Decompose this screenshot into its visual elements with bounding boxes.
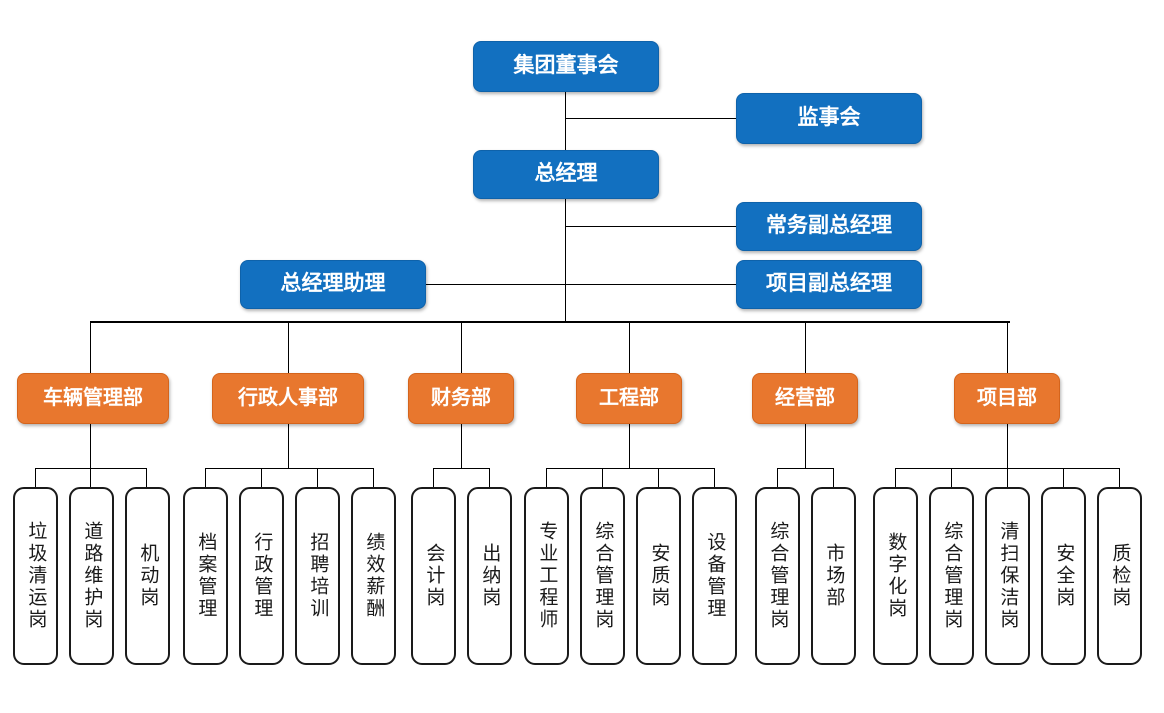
connector-dept2-stem bbox=[288, 424, 289, 468]
connector-bus-to-dept-3 bbox=[461, 321, 462, 373]
node-department-finance[interactable]: 财务部 bbox=[408, 373, 514, 424]
node-department-operations[interactable]: 经营部 bbox=[752, 373, 858, 424]
connector-dept6-leaf-3 bbox=[1007, 468, 1008, 487]
node-post-digitalization[interactable]: 数字化岗 bbox=[873, 487, 918, 665]
connector-dept3-leaf-1 bbox=[433, 468, 434, 487]
connector-dept1-leaf-3 bbox=[146, 468, 147, 487]
connector-dept6-stem bbox=[1007, 424, 1008, 468]
connector-dept4-leaf-4 bbox=[714, 468, 715, 487]
node-post-mobile-unit[interactable]: 机动岗 bbox=[125, 487, 170, 665]
connector-bus-to-dept-1 bbox=[90, 321, 91, 373]
node-department-engineering[interactable]: 工程部 bbox=[576, 373, 682, 424]
connector-dept1-leaf-2 bbox=[90, 468, 91, 487]
connector-dept6-leaf-5 bbox=[1119, 468, 1120, 487]
connector-dept3-stem bbox=[461, 424, 462, 468]
connector-dept4-stem bbox=[629, 424, 630, 468]
connector-bus-to-dept-5 bbox=[805, 321, 806, 373]
node-project-vice-manager[interactable]: 项目副总经理 bbox=[736, 260, 922, 309]
node-post-safety[interactable]: 安全岗 bbox=[1041, 487, 1086, 665]
connector-dept1-stem bbox=[90, 424, 91, 468]
node-post-market-department[interactable]: 市场部 bbox=[811, 487, 856, 665]
connector-dept6-leaf-4 bbox=[1063, 468, 1064, 487]
node-post-general-management-project[interactable]: 综合管理岗 bbox=[929, 487, 974, 665]
connector-dept1-leaf-1 bbox=[35, 468, 36, 487]
connector-gm-to-project-vp bbox=[565, 284, 736, 285]
node-department-project[interactable]: 项目部 bbox=[954, 373, 1060, 424]
node-post-professional-engineer[interactable]: 专业工程师 bbox=[524, 487, 569, 665]
node-board-of-directors[interactable]: 集团董事会 bbox=[473, 41, 659, 92]
connector-gm-trunk bbox=[565, 198, 566, 321]
connector-dept2-bar bbox=[205, 468, 373, 469]
connector-bus-to-dept-4 bbox=[629, 321, 630, 373]
connector-board-to-supervisor bbox=[565, 118, 736, 119]
connector-dept5-leaf-2 bbox=[833, 468, 834, 487]
node-general-manager[interactable]: 总经理 bbox=[473, 150, 659, 199]
node-post-road-maintenance[interactable]: 道路维护岗 bbox=[69, 487, 114, 665]
connector-dept3-leaf-2 bbox=[489, 468, 490, 487]
node-post-quality-inspection[interactable]: 质检岗 bbox=[1097, 487, 1142, 665]
node-post-accounting[interactable]: 会计岗 bbox=[411, 487, 456, 665]
connector-bus-to-dept-6 bbox=[1007, 321, 1008, 373]
node-post-performance-compensation[interactable]: 绩效薪酬 bbox=[351, 487, 396, 665]
connector-dept4-leaf-3 bbox=[658, 468, 659, 487]
connector-dept4-leaf-1 bbox=[546, 468, 547, 487]
node-post-general-management-engineering[interactable]: 综合管理岗 bbox=[580, 487, 625, 665]
connector-dept6-leaf-1 bbox=[895, 468, 896, 487]
connector-dept4-bar bbox=[546, 468, 714, 469]
connector-dept5-leaf-1 bbox=[777, 468, 778, 487]
connector-dept2-leaf-4 bbox=[373, 468, 374, 487]
connector-gm-to-assistant bbox=[425, 284, 565, 285]
node-post-administrative-management[interactable]: 行政管理 bbox=[239, 487, 284, 665]
node-post-general-management-operations[interactable]: 综合管理岗 bbox=[755, 487, 800, 665]
connector-dept4-leaf-2 bbox=[602, 468, 603, 487]
connector-bus-to-dept-2 bbox=[288, 321, 289, 373]
node-post-records-management[interactable]: 档案管理 bbox=[183, 487, 228, 665]
node-gm-assistant[interactable]: 总经理助理 bbox=[240, 260, 426, 309]
connector-dept3-bar bbox=[433, 468, 490, 469]
node-post-cleaning-sanitation[interactable]: 清扫保洁岗 bbox=[985, 487, 1030, 665]
node-post-cashier[interactable]: 出纳岗 bbox=[467, 487, 512, 665]
connector-dept1-bar bbox=[35, 468, 147, 469]
connector-board-to-gm bbox=[565, 91, 566, 150]
node-post-waste-transport[interactable]: 垃圾清运岗 bbox=[13, 487, 58, 665]
node-post-safety-quality[interactable]: 安质岗 bbox=[636, 487, 681, 665]
node-post-recruitment-training[interactable]: 招聘培训 bbox=[295, 487, 340, 665]
connector-dept6-leaf-2 bbox=[951, 468, 952, 487]
node-supervisory-board[interactable]: 监事会 bbox=[736, 93, 922, 144]
connector-dept5-bar bbox=[777, 468, 834, 469]
node-department-vehicle-management[interactable]: 车辆管理部 bbox=[17, 373, 169, 424]
node-post-equipment-management[interactable]: 设备管理 bbox=[692, 487, 737, 665]
department-bus bbox=[90, 321, 1010, 323]
connector-dept5-stem bbox=[805, 424, 806, 468]
node-department-admin-hr[interactable]: 行政人事部 bbox=[212, 373, 364, 424]
node-executive-vice-manager[interactable]: 常务副总经理 bbox=[736, 202, 922, 251]
connector-dept2-leaf-2 bbox=[261, 468, 262, 487]
connector-gm-to-exec-vp bbox=[565, 226, 736, 227]
connector-dept2-leaf-3 bbox=[317, 468, 318, 487]
connector-dept2-leaf-1 bbox=[205, 468, 206, 487]
